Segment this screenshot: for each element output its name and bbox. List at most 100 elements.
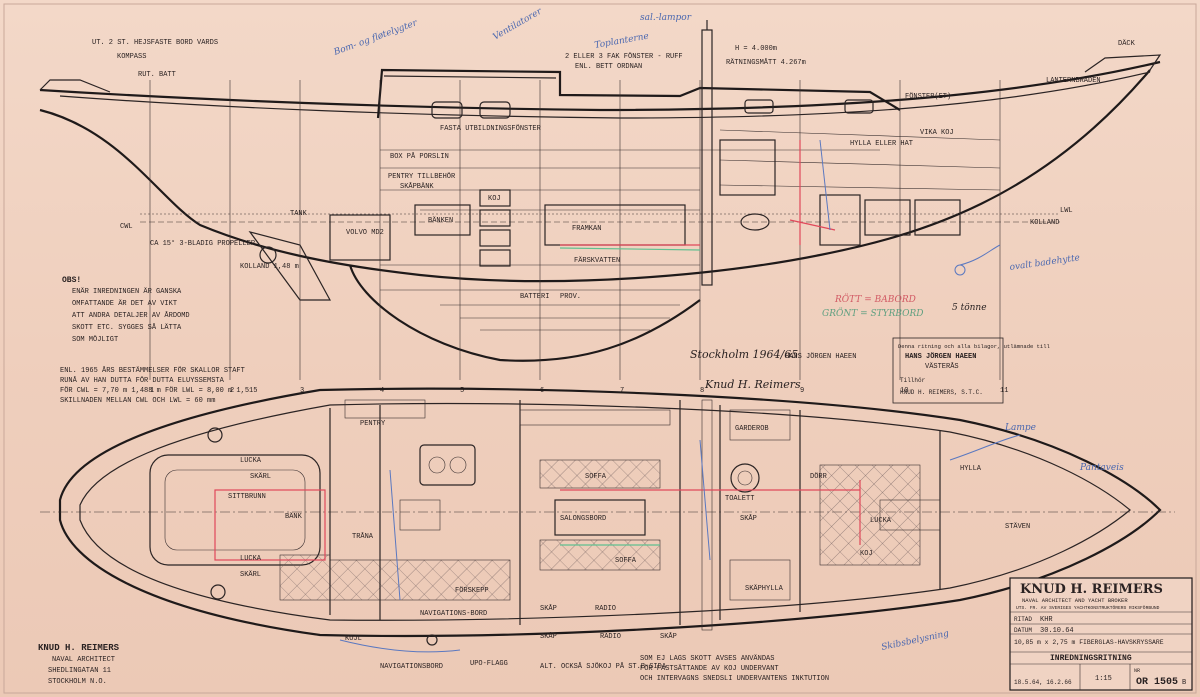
pencil-note-5: ovalt badehytte xyxy=(1009,253,1081,273)
plan-label-cockpit: SITTBRUNN xyxy=(228,493,266,501)
label-bench: BÄNKEN xyxy=(428,216,453,225)
plan-label-table: SALONGSBORD xyxy=(560,515,606,523)
obs-note: OBS! ENÄR INREDNINGEN ÄR GANSKA OMFATTAN… xyxy=(62,276,190,344)
label-tank: TANK xyxy=(290,210,308,218)
plan-view xyxy=(40,387,1175,653)
station-9: 9 xyxy=(800,387,804,395)
plan-label-locker: SKÅP xyxy=(740,514,757,523)
bottom-ufo: UPO-FLAGG xyxy=(470,660,508,668)
plan-label-skarl: SKÄRL xyxy=(250,472,271,481)
addr-line-3: SHEDLINGATAN 11 xyxy=(48,667,111,675)
signature-place: Stockholm 1964/65 xyxy=(690,348,798,361)
pencil-note-8: Skibsbelysning xyxy=(881,629,951,653)
label-engine: VOLVO MD2 xyxy=(346,229,384,237)
plan-label-toilet: TOALETT xyxy=(725,495,754,503)
plan-label-skarl-2: SKÄRL xyxy=(240,570,261,579)
label-height: H = 4.000m xyxy=(735,45,777,53)
pencil-note-1: sal.-lampor xyxy=(640,13,692,23)
title-ritad-label: RITAD xyxy=(1014,616,1032,623)
profile-labels: UT. 2 ST. HEJSFASTE BORD VARDS KOMPASS R… xyxy=(92,39,1136,395)
bottom-kojl: KOJL xyxy=(345,635,362,643)
bnote-3: FÖR FASTSÄTTANDE AV KOJ UNDERVANT xyxy=(640,664,779,673)
obs-line-3: OMFATTANDE ÄR DET AV VIKT xyxy=(72,299,177,308)
obs-line-6: SOM MÖJLIGT xyxy=(72,335,118,344)
station-8: 8 xyxy=(700,387,704,395)
label-shelf: HYLLA ELLER HAT xyxy=(850,140,913,148)
plan-label-shelf: HYLLA xyxy=(960,465,982,473)
station-7: 7 xyxy=(620,387,624,395)
stamp-line-2: HANS JÖRGEN HAEEN xyxy=(905,352,976,361)
address-stamp: KNUD H. REIMERS NAVAL ARCHITECT SHEDLING… xyxy=(38,643,120,686)
pencil-note-6: Lampe xyxy=(1004,423,1036,433)
station-4: 4 xyxy=(380,387,384,395)
title-block: KNUD H. REIMERS NAVAL ARCHITECT AND YACH… xyxy=(1009,577,1193,691)
label-deck: DÄCK xyxy=(1118,39,1136,48)
pencil-note-4: Bom- og fløtelygter xyxy=(332,18,420,58)
plan-label-sofa-2: SOFFA xyxy=(615,557,637,565)
title-no: OR 1505 xyxy=(1136,677,1178,688)
label-deck-fittings: UT. 2 ST. HEJSFASTE BORD VARDS xyxy=(92,39,218,47)
bottom-radio: RADIO xyxy=(600,633,621,641)
title-drawing: INREDNINGSRITNING xyxy=(1050,654,1132,663)
title-datum-label: DATUM xyxy=(1014,627,1032,634)
station-2: 2 xyxy=(230,387,234,395)
label-pantry: PENTRY TILLBEHÖR xyxy=(388,172,456,181)
rules-line-3: FÖR CWL = 7,70 m 1,488 m FÖR LWL = 8,00 … xyxy=(60,386,257,395)
bottom-labels: NAVIGATIONSBORD UPO-FLAGG SKÅP RADIO SKÅ… xyxy=(345,632,677,671)
title-scale: 1:15 xyxy=(1095,675,1112,683)
key-red: RÖTT = BABORD xyxy=(834,293,916,305)
label-ordnan: ENL. BETT ORDNAN xyxy=(575,63,642,71)
plan-label-hatch-fwd: LUCKA xyxy=(870,517,892,525)
title-rev: 18.5.64, 16.2.66 xyxy=(1014,679,1072,686)
label-cabin-windows: 2 ELLER 3 FAK FÖNSTER - RUFF xyxy=(565,52,683,61)
pencil-note-2: Toplanterne xyxy=(594,32,650,51)
plan-label-berth: KOJ xyxy=(860,550,873,558)
stamp-line-1: Denna ritning och alla bilagor, utlämnad… xyxy=(898,343,1050,350)
rules-line-2: RUNÅ AV HAN DUTTA FÖR DUTTA ELUYSSEMSTA xyxy=(60,376,225,385)
label-lwl: LWL xyxy=(1060,207,1073,215)
label-fresh-water: FÄRSKVATTEN xyxy=(574,256,620,265)
signature-name: Knud H. Reimers xyxy=(704,378,801,391)
plan-label-navtable: NAVIGATIONS-BORD xyxy=(420,610,487,618)
plan-label-door: DÖRR xyxy=(810,472,828,481)
title-ritad: KHR xyxy=(1040,616,1053,624)
stamp-line-4: Tillhör xyxy=(900,377,926,384)
bottom-skap-2: SKÅP xyxy=(660,632,677,641)
addr-line-2: NAVAL ARCHITECT xyxy=(52,656,115,664)
label-dimension: RÄTNINGSMÅTT 4.267m xyxy=(726,58,806,67)
addr-line-1: KNUD H. REIMERS xyxy=(38,643,120,653)
sheet-border xyxy=(3,3,1197,694)
title-vessel: 10,85 m x 2,75 m FIBERGLAS-HAVSKRYSSARE xyxy=(1014,639,1164,646)
station-11: 11 xyxy=(1000,387,1008,395)
label-forward: FRAMKAN xyxy=(572,225,601,233)
label-cupboard-bench: SKÅPBÄNK xyxy=(400,182,434,191)
bottom-nav: NAVIGATIONSBORD xyxy=(380,663,443,671)
bottom-note: ALT. OCKSÅ SJÖKOJ PÅ ST.B-SIDA SOM EJ LA… xyxy=(540,654,829,683)
rules-line-1: ENL. 1965 ÅRS BESTÄMMELSER FÖR SKALLOR S… xyxy=(60,366,245,375)
plan-label-stem: STÄVEN xyxy=(1005,522,1030,531)
label-berth: KOJ xyxy=(488,195,501,203)
signer-name: HANS JÖRGEN HAEEN xyxy=(785,352,856,361)
key-green: GRÖNT = STYRBORD xyxy=(822,307,924,319)
stamp-line-3: VÄSTERÅS xyxy=(925,362,959,371)
plan-label-hatch: LUCKA xyxy=(240,457,262,465)
pencil-note-3: Ventilatorer xyxy=(492,6,545,42)
plan-label-trana: TRÅNA xyxy=(352,532,374,541)
ownership-stamp: Denna ritning och alla bilagor, utlämnad… xyxy=(892,337,1050,404)
title-firm: KNUD H. REIMERS xyxy=(1020,582,1163,597)
title-sub2: UTS. FR. AV SVERIGES YACHTKONSTRUKTÖRERS… xyxy=(1016,604,1160,611)
title-sheet: B xyxy=(1182,679,1186,687)
station-5: 5 xyxy=(460,387,464,395)
obs-line-4: ATT ANDRA DETALJER AV ÅRDOMD xyxy=(72,311,190,320)
obs-line-1: OBS! xyxy=(62,276,81,285)
addr-line-4: STOCKHOLM N.O. xyxy=(48,678,107,686)
plan-label-pantry: PENTRY xyxy=(360,420,386,428)
plan-label-hatch-2: LUCKA xyxy=(240,555,262,563)
label-keel-dim: KOLLAND 1,48 m xyxy=(240,263,299,271)
rules-line-4: SKILLNADEN MELLAN CWL OCH LWL = 60 mm xyxy=(60,397,215,405)
label-lantern-board: LANTERNBRÄDEN xyxy=(1046,76,1101,85)
label-provisions-1: PROV. xyxy=(560,293,581,301)
plan-label-cupboard-shelf: SKÄPHYLLA xyxy=(745,584,784,593)
label-keel-land: KOLLAND xyxy=(1030,219,1059,227)
